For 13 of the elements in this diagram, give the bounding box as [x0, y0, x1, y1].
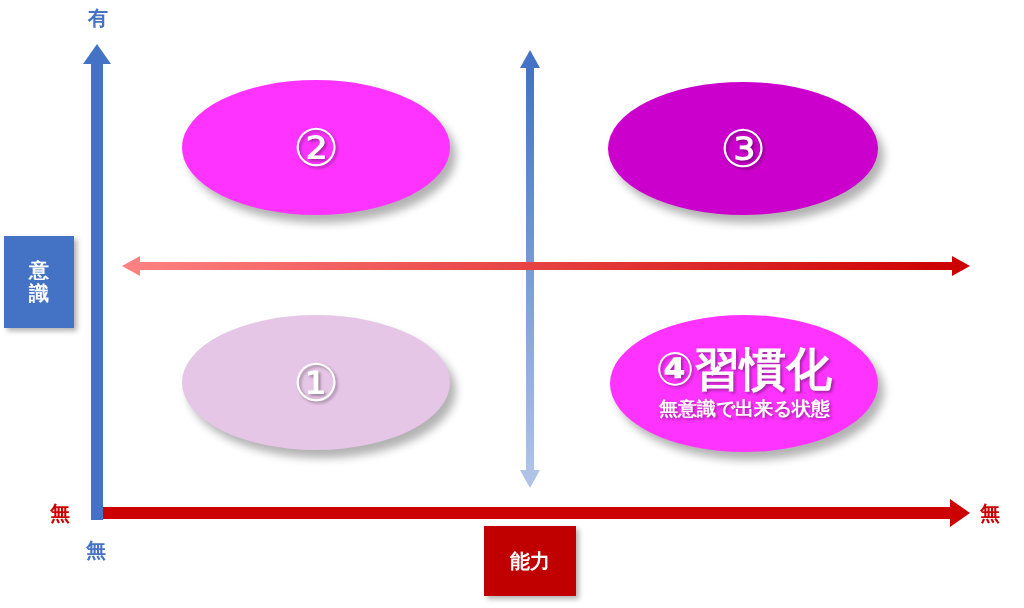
- axis-label-box: [4, 236, 74, 328]
- quadrant-subtitle: 無意識で出来る状態: [658, 395, 830, 421]
- axis-title: 意識: [28, 259, 50, 305]
- quadrant-title: ①: [292, 356, 340, 409]
- axis-label-box: [484, 526, 576, 596]
- axis-end-label: 無: [980, 503, 1000, 523]
- quadrant-title: ③: [719, 122, 767, 175]
- axis-end-label: 無: [50, 503, 70, 523]
- quadrant-title: ④習慣化: [655, 345, 833, 392]
- quadrant-title: ②: [292, 121, 340, 174]
- axis-end-label: 有: [88, 8, 108, 28]
- axis-title: 能力: [510, 549, 550, 573]
- axis-end-label: 無: [86, 540, 106, 560]
